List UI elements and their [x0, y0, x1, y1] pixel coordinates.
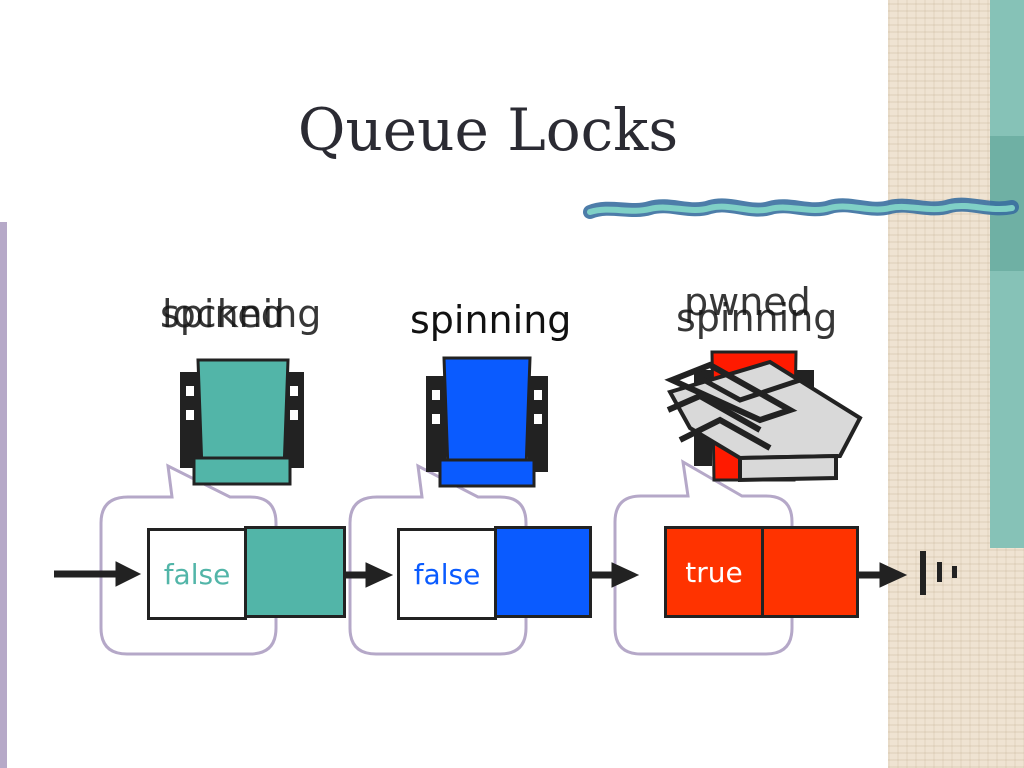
node-1-next-pointer — [244, 526, 346, 618]
thread-1-chair-icon — [180, 358, 304, 486]
thread-3-chair-icon — [664, 350, 863, 483]
thread-1-label-spinning: spinning — [160, 292, 322, 336]
falling-piano-icon — [664, 359, 863, 483]
decorative-teal-strip — [990, 0, 1024, 548]
node-3-flag: true — [664, 526, 764, 618]
thread-2-chair-icon — [426, 356, 548, 488]
node-1-flag: false — [147, 528, 247, 620]
node-3-next-pointer — [761, 526, 859, 618]
node-2-next-pointer — [494, 526, 592, 618]
arrow-into-queue — [54, 561, 142, 587]
thread-3-bubble — [613, 459, 794, 656]
node-2-flag: false — [397, 528, 497, 620]
end-of-queue-icon — [920, 551, 957, 595]
thread-2-bubble — [348, 463, 528, 656]
thread-2-label-spinning: spinning — [410, 298, 572, 342]
slide-title: Queue Locks — [297, 96, 679, 164]
thread-1-label-locked: locked — [162, 292, 285, 336]
thread-1-bubble — [99, 463, 278, 656]
decorative-left-bar — [0, 222, 7, 768]
thread-3-label-spinning: spinning — [676, 296, 838, 340]
thread-3-label-pwned: pwned — [684, 280, 811, 324]
